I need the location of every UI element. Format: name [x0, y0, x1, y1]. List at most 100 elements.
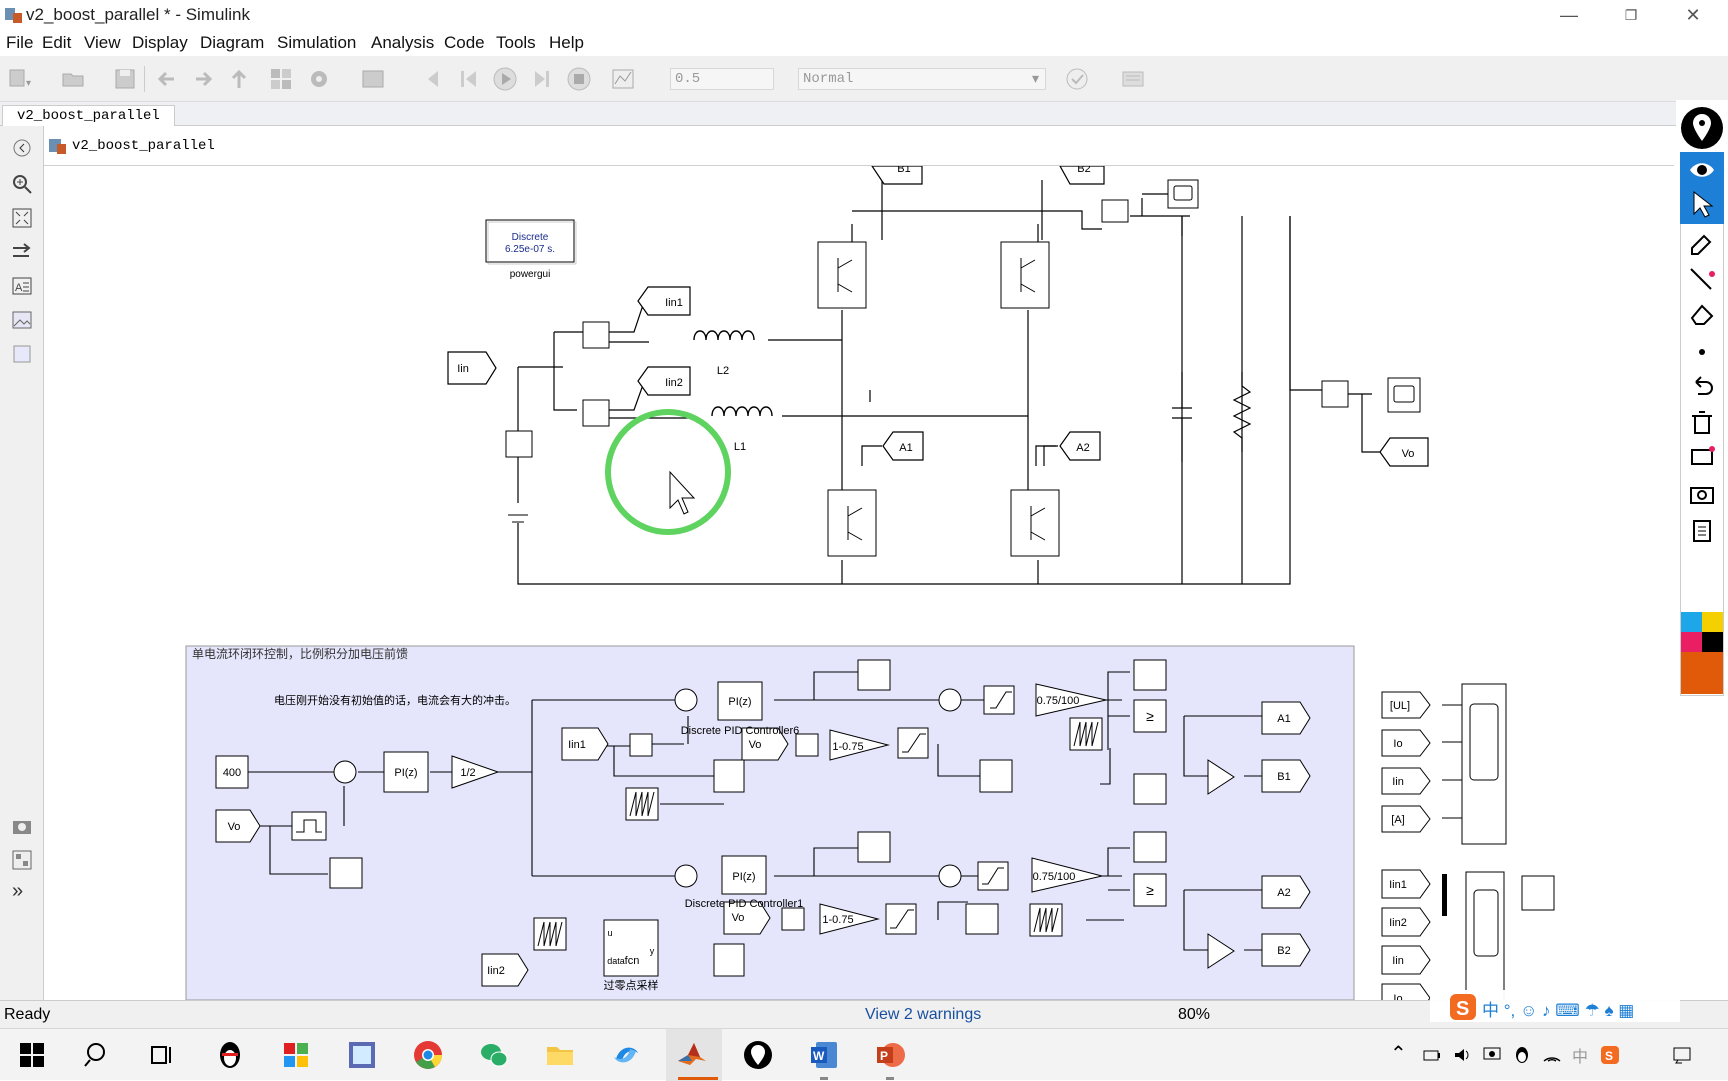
igbt-lower-1[interactable]	[827, 489, 877, 557]
powergui-block[interactable]: Discrete 6.25e-07 s. powergui	[485, 219, 577, 280]
eye-icon[interactable]	[1688, 156, 1716, 184]
sum-block-3[interactable]	[938, 688, 962, 712]
gain-07575-block-1[interactable]	[1035, 683, 1107, 717]
model-settings-gear-icon[interactable]	[306, 66, 332, 92]
gain-1-075-block-1[interactable]	[829, 729, 890, 761]
from-iin2-block[interactable]	[481, 953, 529, 987]
clipboard-icon[interactable]	[1688, 516, 1716, 544]
scope-control-10[interactable]	[713, 943, 745, 977]
gain-half-block[interactable]	[451, 755, 500, 789]
scope-control-3[interactable]	[857, 659, 891, 691]
view-warnings-link[interactable]: View 2 warnings	[865, 1006, 982, 1023]
from-b2-tag[interactable]	[1059, 166, 1105, 185]
word-icon[interactable]: W	[808, 1039, 840, 1071]
scope-multi-3[interactable]	[1521, 875, 1555, 911]
task-view-icon[interactable]	[146, 1039, 178, 1071]
gain-1-075-block-2[interactable]	[819, 903, 880, 935]
goto-iin-tag[interactable]	[447, 351, 497, 385]
from-a-block[interactable]	[1381, 805, 1431, 833]
from-iin-scope-block[interactable]	[1381, 767, 1431, 795]
image-icon[interactable]	[10, 308, 34, 332]
goto-iin2-tag[interactable]	[637, 366, 691, 396]
sum-block-1[interactable]	[333, 760, 357, 784]
menu-simulation[interactable]: Simulation	[277, 33, 357, 52]
sum-block-4[interactable]	[674, 864, 698, 888]
step-block[interactable]	[291, 811, 327, 841]
color-swatch-blue[interactable]	[1681, 612, 1702, 632]
sum-block-2[interactable]	[674, 688, 698, 712]
camera-icon[interactable]	[1688, 480, 1716, 508]
relational-operator-2[interactable]	[1133, 873, 1167, 907]
model-browser-icon[interactable]	[10, 848, 34, 872]
stop-icon[interactable]	[566, 66, 592, 92]
restore-button[interactable]: ❐	[1624, 7, 1638, 23]
color-swatch-yellow[interactable]	[1702, 612, 1723, 632]
menu-code[interactable]: Code	[444, 33, 485, 52]
zero-order-hold-1[interactable]	[629, 733, 653, 757]
sogou-ime-icon[interactable]: S	[1448, 992, 1478, 1022]
current-measurement-in[interactable]	[505, 430, 533, 458]
step-back-icon[interactable]	[420, 66, 446, 92]
pi-controller-2[interactable]	[717, 681, 763, 721]
pen-line-icon[interactable]	[1688, 266, 1716, 294]
pi-controller-3[interactable]	[721, 855, 767, 895]
igbt-lower-2[interactable]	[1010, 489, 1060, 557]
menu-edit[interactable]: Edit	[42, 33, 72, 52]
model-canvas[interactable]: Discrete 6.25e-07 s. powergui Iin1 Iin2 …	[44, 166, 1674, 1000]
scope-control-2[interactable]	[713, 759, 745, 793]
eraser-icon[interactable]	[1688, 300, 1716, 328]
zero-order-hold-2[interactable]	[795, 733, 819, 757]
dc-voltage-source[interactable]	[508, 514, 528, 523]
back-arrow-icon[interactable]	[154, 66, 180, 92]
scope-control-4[interactable]	[979, 759, 1013, 793]
menu-display[interactable]: Display	[132, 33, 188, 52]
chrome-icon[interactable]	[412, 1039, 444, 1071]
color-swatch-orange-selected[interactable]	[1681, 652, 1723, 694]
new-model-icon[interactable]: ▾	[6, 66, 32, 92]
wechat-icon[interactable]	[478, 1039, 510, 1071]
inductor-l1[interactable]	[711, 406, 773, 417]
pointer-arrow-icon[interactable]	[1688, 190, 1716, 218]
goto-vo-tag[interactable]	[1379, 437, 1429, 467]
build-model-icon[interactable]	[1120, 66, 1146, 92]
goto-a1-block[interactable]	[1261, 701, 1311, 735]
annotation-app-logo-icon[interactable]	[1680, 106, 1724, 150]
gain-07575-block-2[interactable]	[1031, 857, 1103, 893]
wifi-icon[interactable]	[1542, 1045, 1562, 1065]
app-store-icon[interactable]	[280, 1039, 312, 1071]
zoom-in-icon[interactable]	[10, 172, 34, 196]
run-icon[interactable]	[492, 66, 518, 92]
from-iin-scope2-block[interactable]	[1381, 945, 1431, 975]
menu-help[interactable]: Help	[549, 33, 584, 52]
scope-control-9[interactable]	[1133, 831, 1167, 863]
from-vo-block-2[interactable]	[741, 727, 789, 761]
simulation-mode-select[interactable]: Normal▾	[798, 68, 1046, 90]
from-vo-block-3[interactable]	[723, 901, 771, 935]
breadcrumb-model[interactable]: v2_boost_parallel	[72, 138, 215, 154]
powerpoint-icon[interactable]: P	[874, 1039, 906, 1071]
goto-b2-block[interactable]	[1261, 933, 1311, 967]
relational-operator-1[interactable]	[1133, 699, 1167, 733]
from-vo-block[interactable]	[215, 809, 261, 843]
current-measurement-1[interactable]	[582, 321, 610, 349]
current-measurement-out[interactable]	[1101, 199, 1129, 223]
step-back-fast-icon[interactable]	[456, 66, 482, 92]
zero-order-hold-3[interactable]	[781, 907, 805, 931]
data-inspector-icon[interactable]	[610, 66, 636, 92]
constant-400-block[interactable]	[215, 755, 249, 789]
file-explorer-icon[interactable]	[544, 1039, 576, 1071]
output-capacitor[interactable]	[1172, 372, 1192, 462]
annotation-icon[interactable]: A	[10, 274, 34, 298]
goto-a2-block[interactable]	[1261, 875, 1311, 909]
volume-icon[interactable]	[1452, 1045, 1472, 1065]
from-iin1-scope-block[interactable]	[1381, 869, 1431, 899]
expand-palette-icon[interactable]: »	[12, 880, 24, 902]
color-swatch-black[interactable]	[1702, 632, 1723, 652]
model-explorer-icon[interactable]	[360, 66, 386, 92]
not-gate-1[interactable]	[1207, 759, 1235, 795]
saturation-block-3[interactable]	[885, 903, 917, 935]
qq-penguin-icon[interactable]	[214, 1039, 246, 1071]
igbt-upper-2[interactable]	[1000, 241, 1050, 309]
close-button[interactable]: ✕	[1685, 5, 1701, 25]
search-icon[interactable]	[82, 1039, 114, 1071]
